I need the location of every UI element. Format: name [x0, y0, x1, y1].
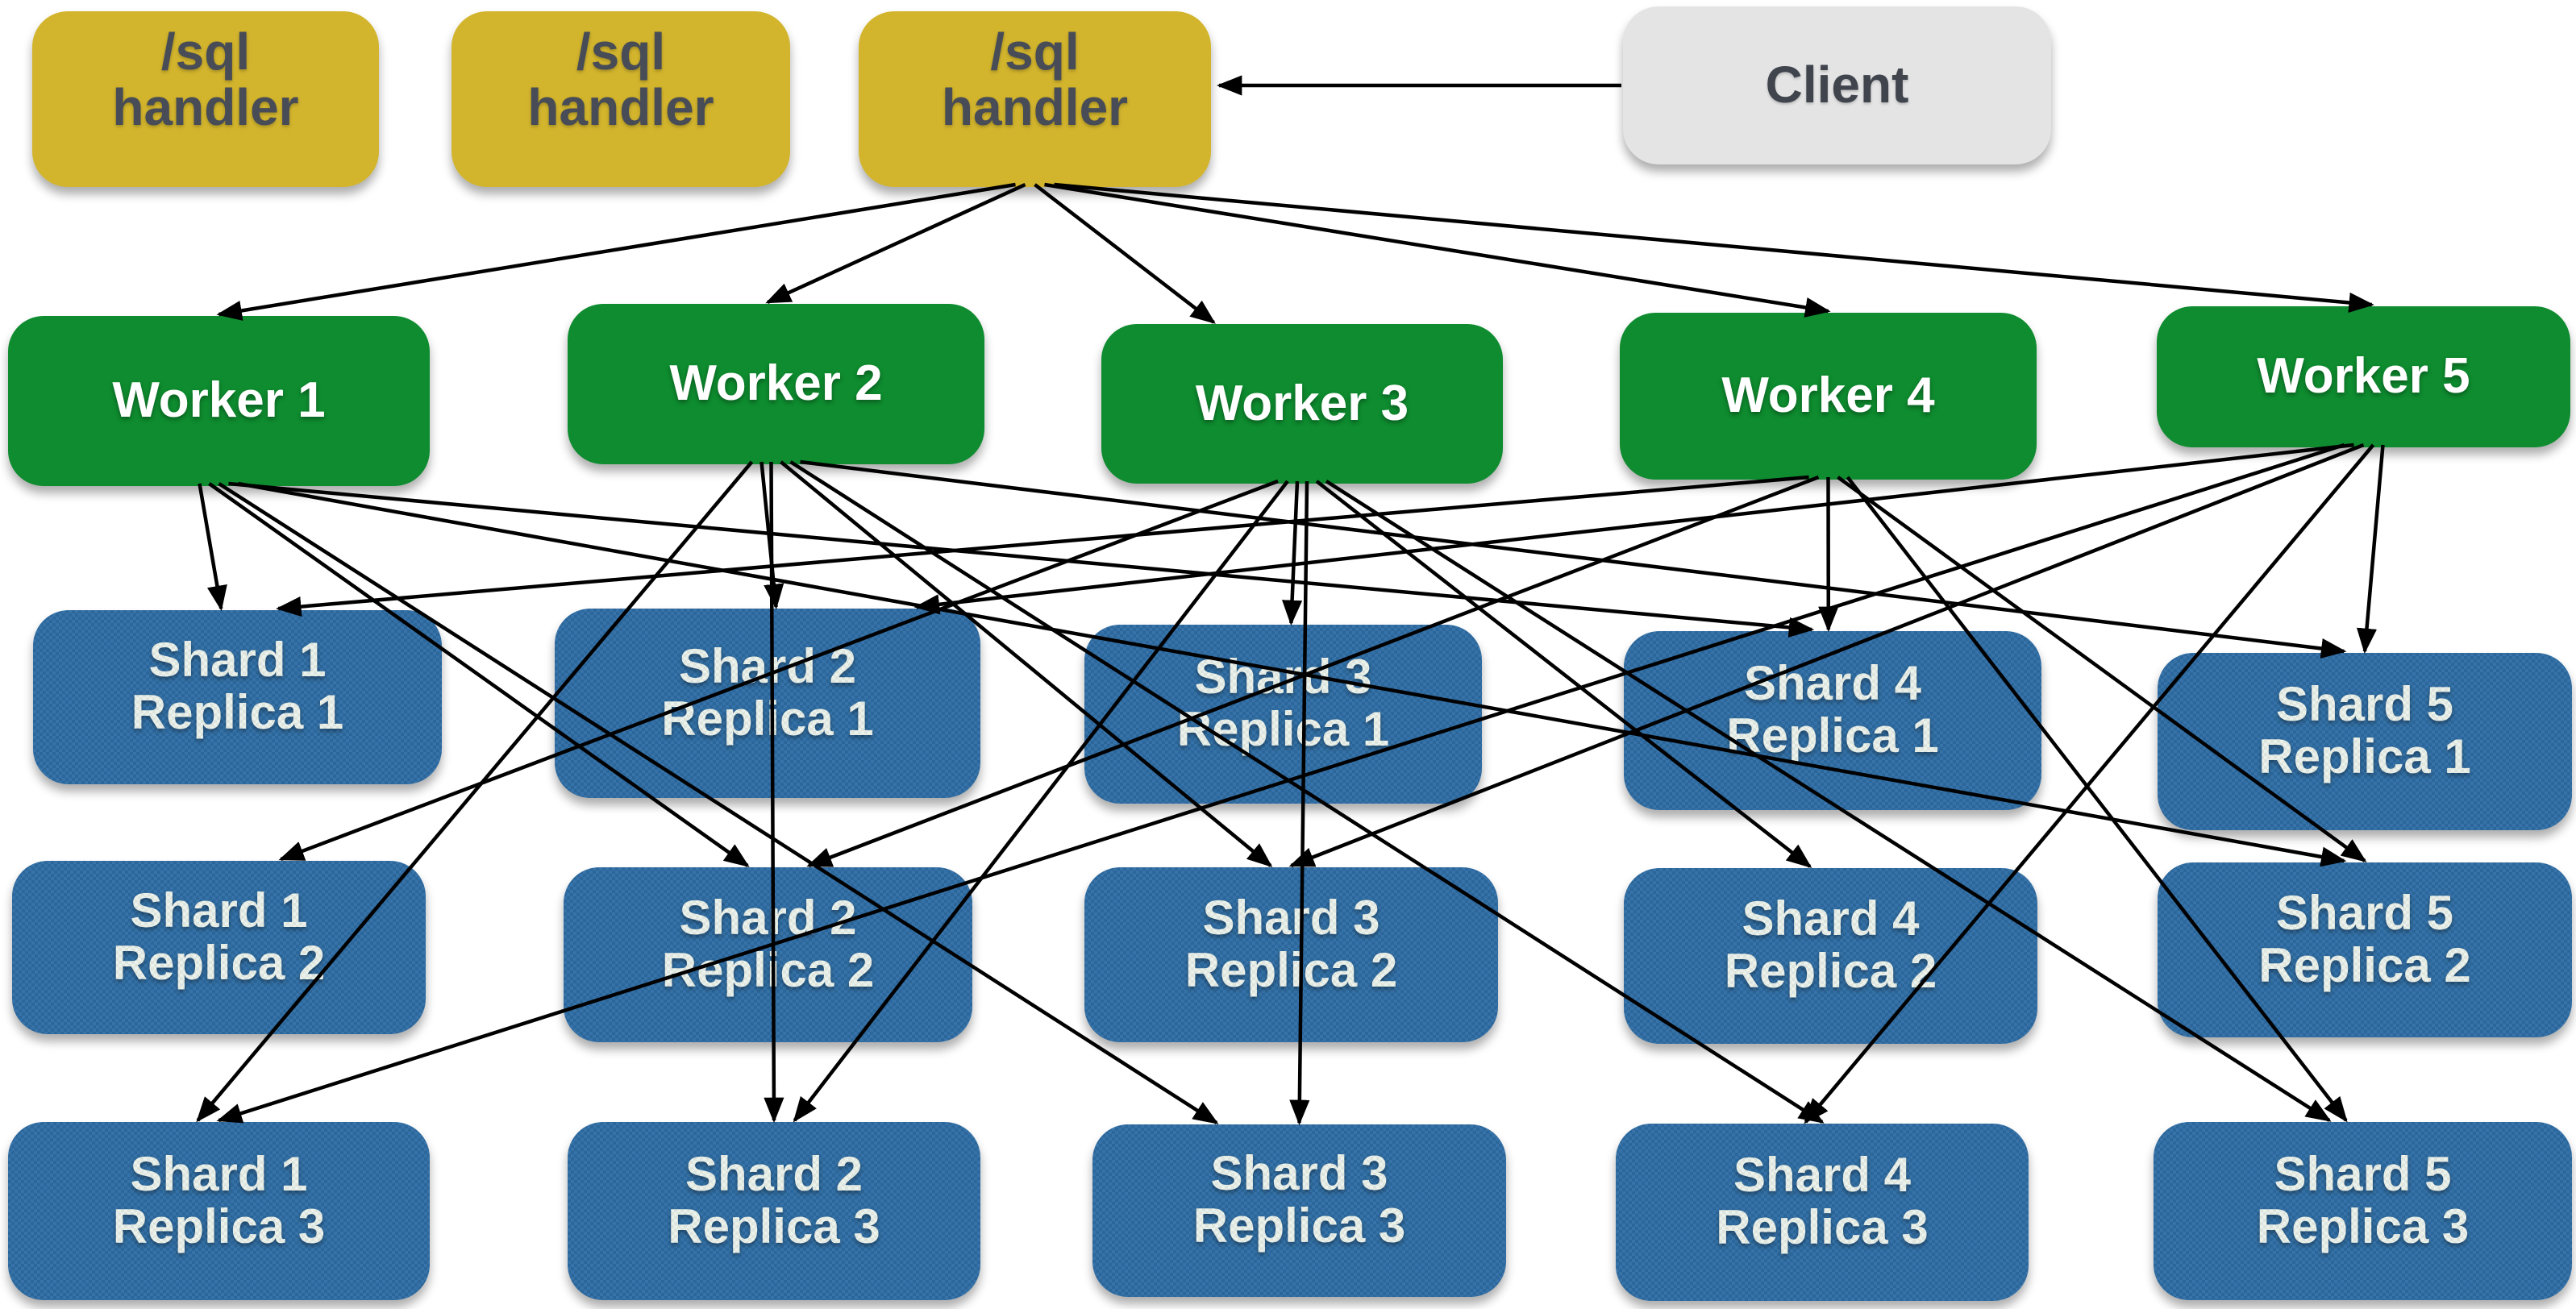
- edge-w5-to-s5r1: [2356, 444, 2385, 654]
- shard-4-replica-1-box-label: Shard 4 Replica 1: [1726, 656, 1939, 763]
- sql-handler-box-2-label: /sql handler: [527, 23, 714, 137]
- shard-4-replica-2-box-label: Shard 4 Replica 2: [1724, 891, 1937, 998]
- shard-3-replica-3-box: Shard 3 Replica 3: [1092, 1124, 1506, 1297]
- shard-3-replica-1-box: Shard 3 Replica 1: [1084, 625, 1482, 804]
- sql-handler-box-3: /sql handler: [859, 11, 1211, 187]
- worker-box-2-label: Worker 2: [669, 355, 883, 412]
- worker-box-5: Worker 5: [2157, 306, 2570, 447]
- shard-1-replica-1-box-label: Shard 1 Replica 1: [131, 633, 344, 739]
- shard-3-replica-3-box-label: Shard 3 Replica 3: [1192, 1146, 1406, 1253]
- worker-box-1: Worker 1: [8, 316, 430, 486]
- sql-handler-box-1: /sql handler: [32, 11, 379, 187]
- shard-4-replica-3-box-label: Shard 4 Replica 3: [1716, 1148, 1929, 1254]
- edge-h3-to-w3: [1034, 183, 1216, 324]
- shard-3-replica-2-box: Shard 3 Replica 2: [1084, 867, 1498, 1042]
- shard-5-replica-3-box-label: Shard 5 Replica 3: [2256, 1146, 2470, 1253]
- sql-handler-box-1-label: /sql handler: [112, 23, 299, 137]
- shard-1-replica-2-box-label: Shard 1 Replica 2: [112, 883, 326, 990]
- client-box-label: Client: [1765, 56, 1909, 114]
- worker-box-4-label: Worker 4: [1721, 368, 1935, 424]
- worker-box-5-label: Worker 5: [2257, 348, 2470, 405]
- edge-w4-to-s1r1: [276, 475, 1809, 617]
- worker-box-2: Worker 2: [568, 304, 984, 464]
- sql-handler-box-3-label: /sql handler: [941, 23, 1129, 137]
- edge-w2-to-s5r1: [800, 459, 2347, 659]
- worker-box-3-label: Worker 3: [1195, 375, 1409, 431]
- edge-h3-to-w2: [765, 182, 1026, 305]
- worker-box-3: Worker 3: [1101, 324, 1503, 484]
- shard-2-replica-3-box: Shard 2 Replica 3: [568, 1122, 980, 1300]
- shard-3-replica-2-box-label: Shard 3 Replica 2: [1184, 890, 1398, 997]
- shard-4-replica-3-box: Shard 4 Replica 3: [1616, 1124, 2029, 1301]
- shard-1-replica-3-box-label: Shard 1 Replica 3: [112, 1146, 326, 1253]
- edge-h3-to-w1: [216, 182, 1016, 321]
- sql-handler-box-2: /sql handler: [452, 11, 790, 187]
- shard-2-replica-2-box-label: Shard 2 Replica 2: [661, 890, 875, 997]
- shard-2-replica-1-box: Shard 2 Replica 1: [555, 609, 980, 798]
- edge-h3-to-w5: [1054, 182, 2374, 313]
- shard-1-replica-2-box: Shard 1 Replica 2: [12, 861, 426, 1034]
- edge-w2-to-s2r1: [759, 461, 784, 610]
- edge-w1-to-s1r1: [198, 483, 227, 612]
- edge-w3-to-s3r1: [1282, 480, 1303, 626]
- shard-4-replica-1-box: Shard 4 Replica 1: [1624, 631, 2041, 810]
- shard-5-replica-2-box: Shard 5 Replica 2: [2158, 862, 2572, 1037]
- shard-5-replica-2-box-label: Shard 5 Replica 2: [2258, 885, 2471, 992]
- client-box: Client: [1623, 6, 2051, 164]
- shard-1-replica-1-box: Shard 1 Replica 1: [33, 610, 442, 784]
- shard-2-replica-1-box-label: Shard 2 Replica 1: [661, 638, 874, 746]
- worker-box-4: Worker 4: [1620, 313, 2037, 480]
- shard-5-replica-1-box: Shard 5 Replica 1: [2158, 653, 2572, 830]
- shard-3-replica-1-box-label: Shard 3 Replica 1: [1176, 650, 1390, 756]
- edge-w1-to-s4r1: [228, 481, 1815, 638]
- shard-5-replica-1-box-label: Shard 5 Replica 1: [2258, 677, 2471, 783]
- shard-4-replica-2-box: Shard 4 Replica 2: [1624, 868, 2037, 1044]
- shard-2-replica-2-box: Shard 2 Replica 2: [564, 867, 972, 1042]
- edge-h3-to-w4: [1044, 182, 1831, 318]
- shard-5-replica-3-box: Shard 5 Replica 3: [2154, 1122, 2572, 1300]
- shard-1-replica-3-box: Shard 1 Replica 3: [8, 1122, 430, 1300]
- worker-box-1-label: Worker 1: [112, 372, 326, 429]
- shard-2-replica-3-box-label: Shard 2 Replica 3: [668, 1146, 880, 1253]
